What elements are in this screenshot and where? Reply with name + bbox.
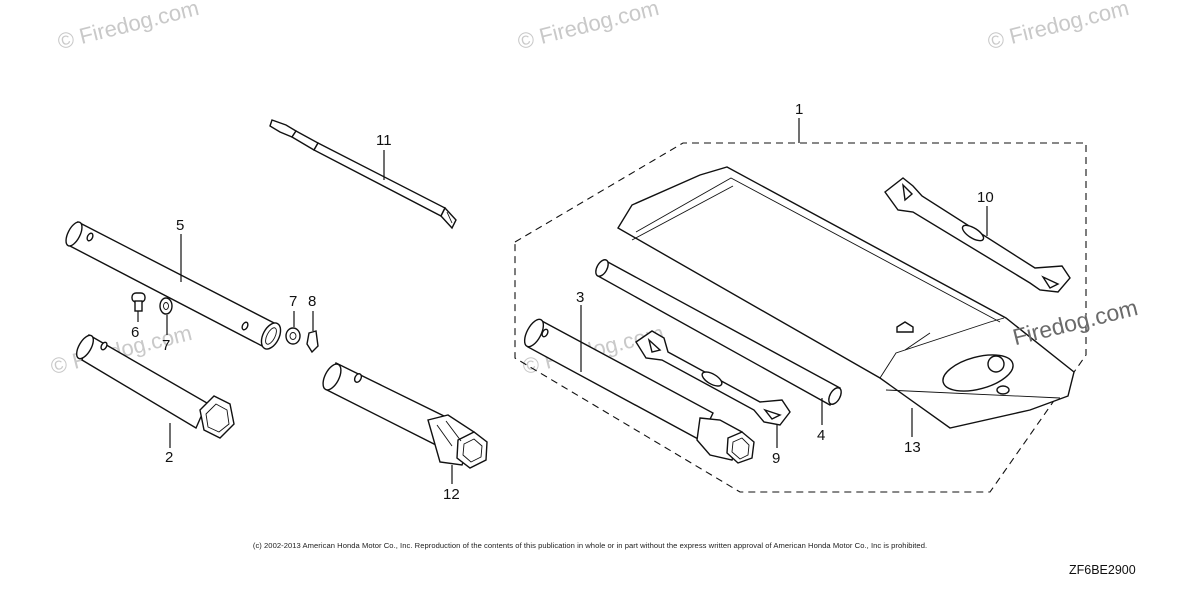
diagram-code: ZF6BE2900: [1069, 563, 1136, 577]
tool-kit-boundary: [514, 142, 1087, 493]
callout-10: 10: [977, 189, 994, 206]
tool-pouch-part-13: [617, 166, 1075, 437]
callout-9: 9: [772, 450, 781, 467]
open-wrench-part-9: [635, 330, 791, 448]
callout-1: 1: [795, 101, 804, 118]
callout-7-right: 7: [289, 293, 298, 310]
washer-part-7-right: [285, 311, 301, 345]
spark-plug-wrench-part-12: [322, 362, 488, 484]
clip-part-8: [306, 311, 319, 354]
callout-7-left: 7: [162, 337, 171, 354]
callout-5: 5: [176, 217, 185, 234]
screwdriver-part-11: [269, 119, 457, 230]
pin-part-6: [131, 292, 146, 322]
box-wrench-part-2: [75, 333, 235, 448]
socket-handle-part-3: [523, 305, 755, 464]
callout-8: 8: [308, 293, 317, 310]
washer-part-7-left: [159, 297, 173, 335]
callout-13: 13: [904, 439, 921, 456]
callout-6: 6: [131, 324, 140, 341]
copyright-notice: (c) 2002-2013 American Honda Motor Co., …: [252, 541, 928, 550]
callout-11: 11: [376, 132, 392, 149]
bar-part-4: [595, 259, 842, 425]
open-wrench-part-10: [884, 177, 1071, 293]
callout-2: 2: [165, 449, 174, 466]
plug-wrench-part-5: [65, 221, 282, 350]
callout-3: 3: [576, 289, 585, 306]
callout-12: 12: [443, 486, 460, 503]
callout-4: 4: [817, 427, 826, 444]
